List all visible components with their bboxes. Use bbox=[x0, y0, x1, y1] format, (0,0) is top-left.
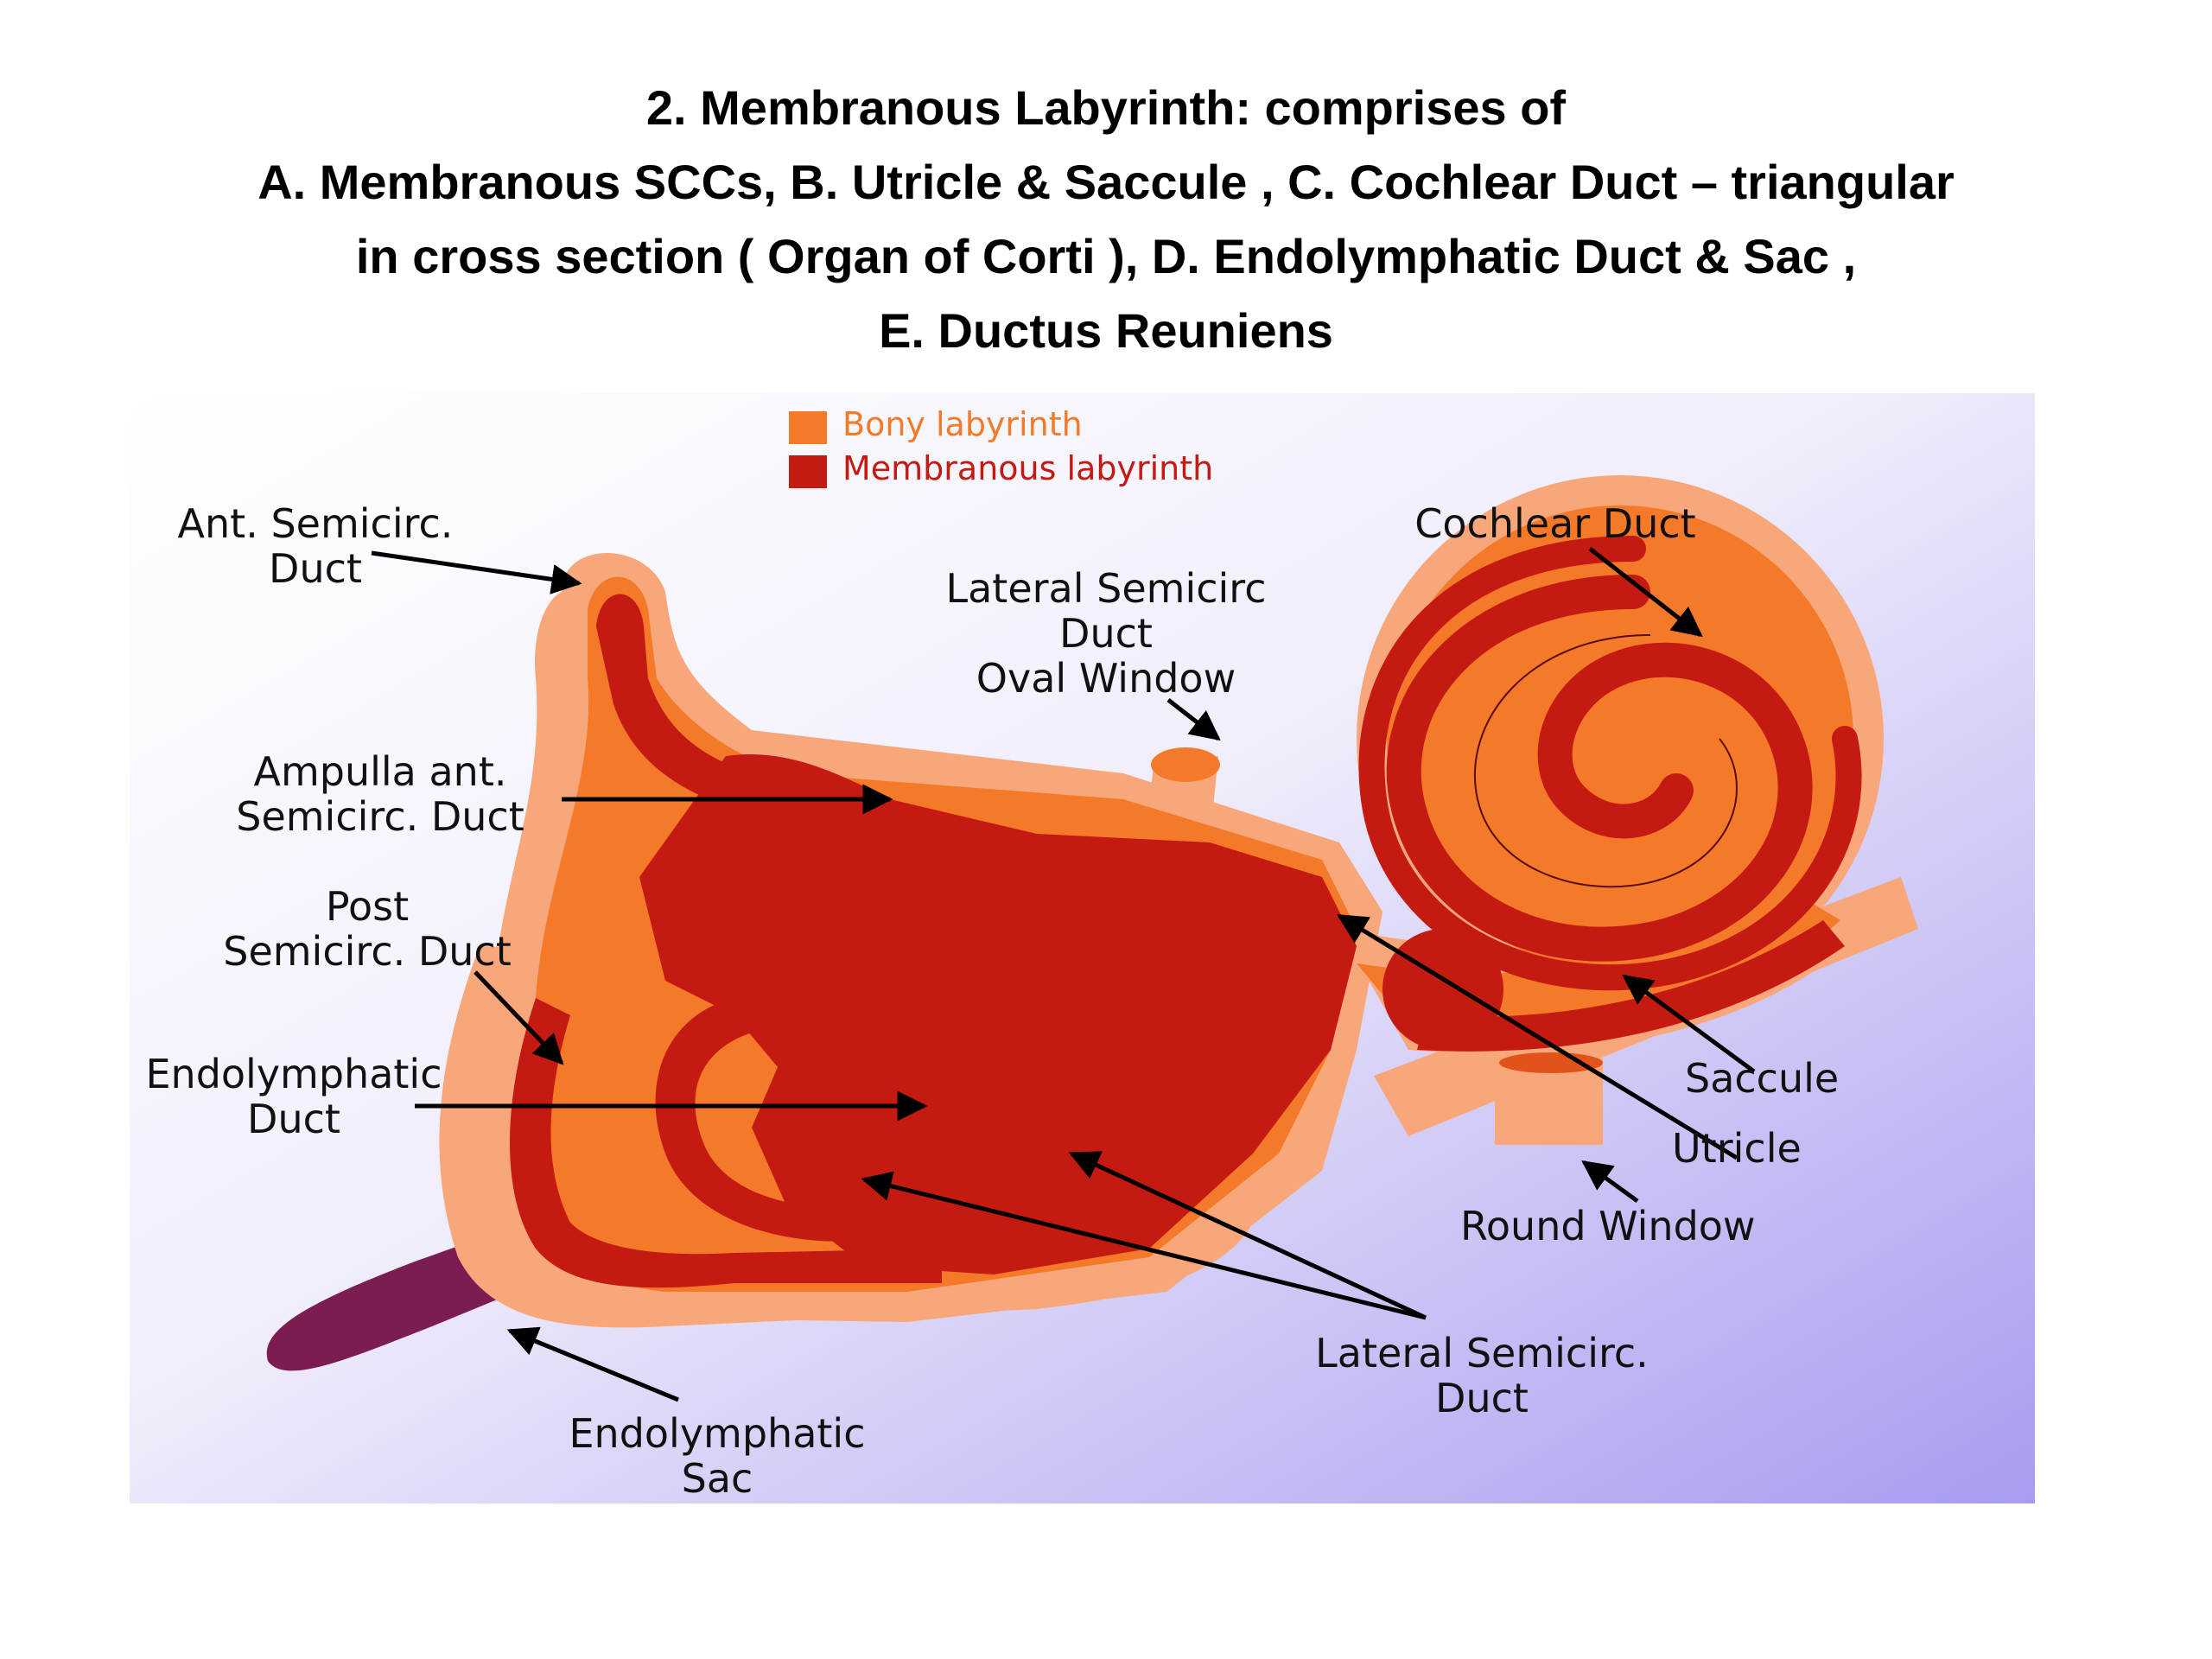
arrow-post-semicirc bbox=[474, 970, 564, 1065]
arrow-ant-semicirc bbox=[371, 550, 582, 594]
label-utricle: Utricle bbox=[1672, 1125, 1802, 1172]
label-oval-window: Oval Window bbox=[976, 655, 1236, 702]
labyrinth-illustration bbox=[130, 393, 2035, 1503]
labyrinth-diagram: Bony labyrinth Membranous labyrinth Ant.… bbox=[130, 393, 2035, 1503]
arrow-endo-sac bbox=[506, 1326, 679, 1402]
label-lateral-top-line2: Duct bbox=[1059, 610, 1153, 657]
title-line-2: A. Membranous SCCs, B. Utricle & Saccule… bbox=[257, 155, 1955, 209]
label-ant-semicirc-line1: Ant. Semicirc. bbox=[177, 500, 454, 547]
label-endo-sac-line1: Endolymphatic bbox=[569, 1410, 866, 1457]
label-endo-sac-line2: Sac bbox=[681, 1455, 753, 1502]
label-ant-semicirc-duct: Ant. Semicirc. Duct bbox=[143, 501, 488, 591]
label-endolymphatic-duct: Endolymphatic Duct bbox=[121, 1052, 467, 1141]
label-post-line2: Semicirc. Duct bbox=[223, 928, 512, 975]
arrow-oval-window bbox=[1166, 698, 1221, 741]
label-ant-semicirc-line2: Duct bbox=[269, 545, 362, 592]
label-round-window: Round Window bbox=[1460, 1203, 1756, 1249]
label-endolymphatic-sac: Endolymphatic Sac bbox=[527, 1411, 907, 1501]
label-saccule: Saccule bbox=[1685, 1055, 1840, 1102]
label-ampulla-line2: Semicirc. Duct bbox=[236, 793, 524, 840]
label-post-semicirc-duct: Post Semicirc. Duct bbox=[207, 884, 527, 974]
label-endo-duct-line1: Endolymphatic bbox=[145, 1051, 442, 1097]
label-lateral-semicirc-bottom: Lateral Semicirc. Duct bbox=[1253, 1331, 1711, 1421]
label-lateral-top-line1: Lateral Semicirc bbox=[945, 565, 1267, 612]
arrow-lateral-1 bbox=[861, 1171, 1427, 1320]
legend-membranous-label: Membranous labyrinth bbox=[842, 449, 1214, 487]
arrow-round-window bbox=[1581, 1160, 1639, 1204]
label-lateral-bottom-line1: Lateral Semicirc. bbox=[1315, 1330, 1649, 1376]
arrow-cochlear-duct bbox=[1588, 547, 1703, 638]
slide-title: 2. Membranous Labyrinth: comprises of A.… bbox=[0, 71, 2212, 368]
pointer-arrows bbox=[371, 547, 1756, 1402]
legend-bony-swatch bbox=[789, 411, 827, 444]
arrow-lateral-2 bbox=[1068, 1151, 1427, 1320]
label-endo-duct-line2: Duct bbox=[247, 1096, 340, 1142]
legend-bony-label: Bony labyrinth bbox=[842, 405, 1083, 443]
arrow-utricle bbox=[1337, 913, 1738, 1160]
title-line-3: in cross section ( Organ of Corti ), D. … bbox=[355, 229, 1857, 283]
title-line-4: E. Ductus Reuniens bbox=[879, 303, 1333, 358]
arrow-saccule bbox=[1622, 974, 1756, 1074]
label-post-line1: Post bbox=[325, 883, 410, 930]
label-lateral-semicirc-top: Lateral Semicirc Duct Oval Window bbox=[890, 566, 1322, 701]
label-ampulla-line1: Ampulla ant. bbox=[253, 748, 507, 795]
label-lateral-bottom-line2: Duct bbox=[1435, 1375, 1529, 1421]
label-ampulla: Ampulla ant. Semicirc. Duct bbox=[216, 749, 544, 839]
label-cochlear-duct: Cochlear Duct bbox=[1414, 500, 1696, 547]
legend bbox=[789, 411, 827, 488]
legend-membranous-swatch bbox=[789, 455, 827, 488]
title-line-1: 2. Membranous Labyrinth: comprises of bbox=[645, 80, 1567, 135]
